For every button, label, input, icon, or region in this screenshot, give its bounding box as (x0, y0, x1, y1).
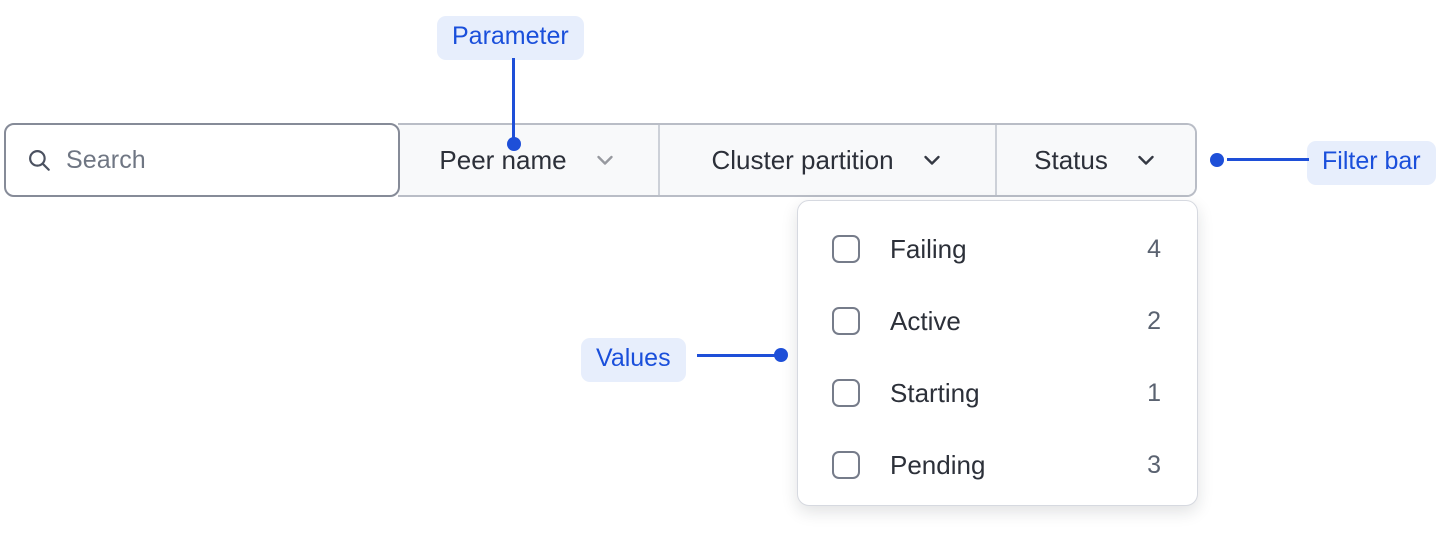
dropdown-item-starting-label: Starting (890, 377, 980, 408)
search-placeholder: Search (66, 145, 146, 174)
dropdown-item-pending[interactable]: Pending 3 (798, 429, 1197, 501)
annotation-anchor-dot-filter-bar (1210, 153, 1224, 167)
checkbox-active[interactable] (832, 307, 860, 335)
filter-segment-peer-name-label: Peer name (439, 144, 567, 175)
filter-segment-cluster-partition[interactable]: Cluster partition (660, 125, 997, 195)
filter-segment-peer-name[interactable]: Peer name (398, 125, 660, 195)
annotation-filter-bar: Filter bar (1307, 141, 1436, 185)
filter-segment-cluster-partition-label: Cluster partition (711, 144, 894, 175)
annotation-values: Values (581, 338, 686, 382)
annotation-anchor-dot-values (774, 348, 788, 362)
dropdown-item-pending-count: 3 (1147, 450, 1161, 479)
search-icon (29, 150, 50, 171)
annotation-parameter: Parameter (437, 16, 584, 60)
checkbox-failing[interactable] (832, 235, 860, 263)
filter-segment-group: Peer name Cluster partition Status (398, 123, 1197, 197)
chevron-down-icon (1138, 155, 1154, 165)
dropdown-item-active-count: 2 (1147, 306, 1161, 335)
dropdown-item-failing-count: 4 (1147, 234, 1161, 263)
checkbox-starting[interactable] (832, 379, 860, 407)
chevron-down-icon (596, 155, 613, 165)
annotation-anchor-dot-parameter (507, 137, 521, 151)
filter-bar: Search Peer name Cluster partition Statu… (4, 123, 1197, 197)
dropdown-item-active[interactable]: Active 2 (798, 285, 1197, 357)
filter-segment-status[interactable]: Status (997, 125, 1195, 195)
status-dropdown-panel: Failing 4 Active 2 Starting 1 Pending 3 (797, 200, 1198, 506)
annotation-leader-line-parameter (512, 58, 515, 144)
annotation-leader-line-filter-bar (1227, 158, 1309, 161)
checkbox-pending[interactable] (832, 451, 860, 479)
filter-segment-status-label: Status (1034, 144, 1108, 175)
annotation-leader-line-values (697, 354, 777, 357)
dropdown-item-failing-label: Failing (890, 233, 967, 264)
dropdown-item-failing[interactable]: Failing 4 (798, 213, 1197, 285)
dropdown-item-active-label: Active (890, 305, 961, 336)
dropdown-item-starting[interactable]: Starting 1 (798, 357, 1197, 429)
dropdown-item-pending-label: Pending (890, 449, 986, 480)
search-input[interactable]: Search (4, 123, 400, 197)
chevron-down-icon (923, 155, 940, 165)
dropdown-item-starting-count: 1 (1147, 378, 1161, 407)
